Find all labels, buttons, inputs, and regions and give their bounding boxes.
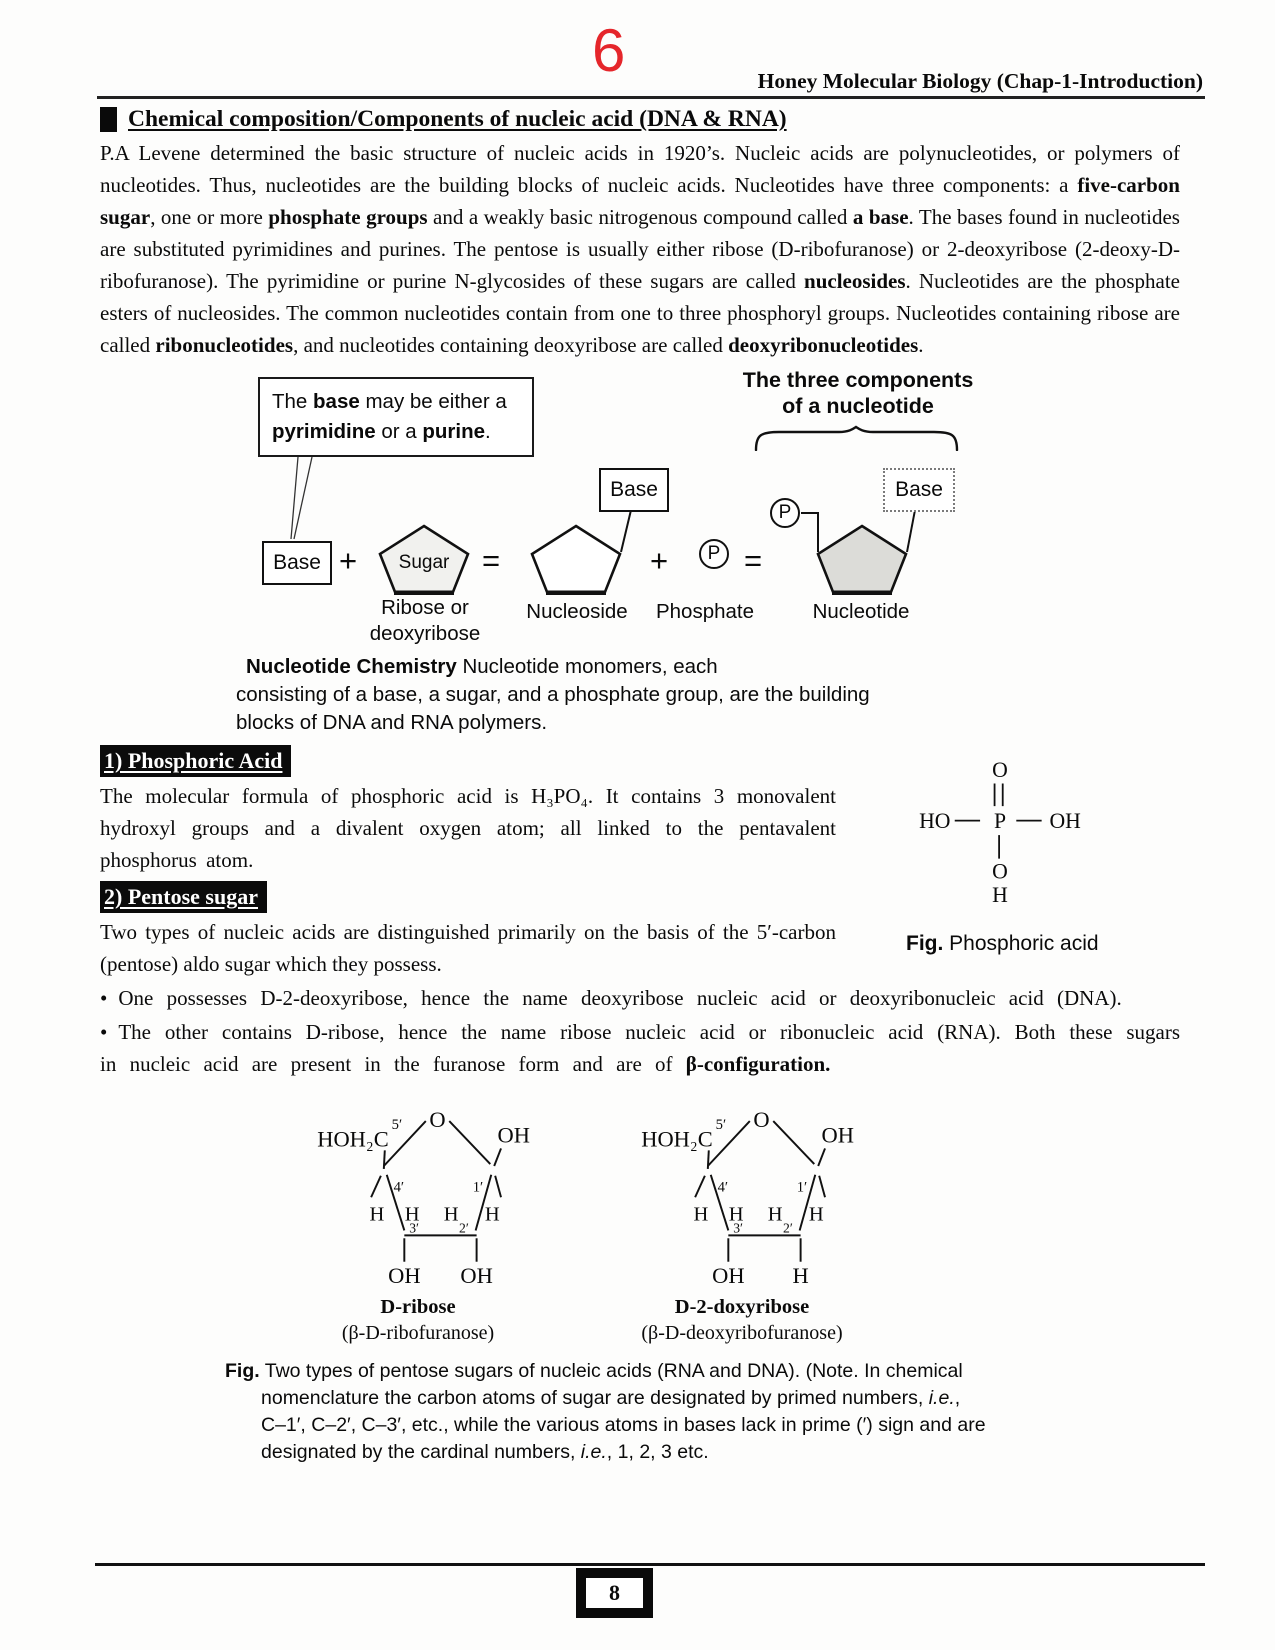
c2-substituent: OH <box>460 1263 492 1288</box>
hydrogen: H <box>485 1204 500 1226</box>
callout-box: The base may be either a pyrimidine or a… <box>258 377 534 457</box>
figure-caption: Nucleotide Chemistry Nucleotide monomers… <box>236 655 870 734</box>
carbon5-prime: 5′ <box>392 1117 403 1133</box>
atom-bottom-oxygen: O <box>992 860 1008 884</box>
page-title: Chemical composition/Components of nucle… <box>128 106 787 132</box>
phosphate-label: Phosphate <box>655 600 755 623</box>
bullet-icon: • <box>100 1020 108 1044</box>
oh-group: OH <box>822 1123 854 1148</box>
section-heading-row: Chemical composition/Components of nucle… <box>100 106 1180 133</box>
header-title: Honey Molecular Biology (Chap-1-Introduc… <box>757 69 1203 93</box>
c3-substituent: OH <box>388 1263 420 1288</box>
sugar-pentagon-label: Sugar <box>399 552 450 573</box>
carbon2-prime: 2′ <box>783 1220 793 1235</box>
phosphoric-structure-drawing: O HO P OH O H <box>919 758 1081 907</box>
carbon4-prime: 4′ <box>718 1179 729 1195</box>
hydrogen: H <box>444 1204 459 1226</box>
heading-phosphoric-acid: 1) Phosphoric Acid <box>100 745 1180 777</box>
atom-ho: HO <box>919 809 950 833</box>
footer-rule <box>95 1563 1205 1566</box>
base-box: Base <box>262 541 332 585</box>
ring-oxygen: O <box>429 1107 445 1132</box>
carbon3-prime: 3′ <box>733 1220 743 1235</box>
figure-pentose-sugars: HOH₂C 5′ O OH 4′ 1′ H H H H 3′ 2′ OH OH … <box>0 1082 1275 1354</box>
ch2oh-group: HOH₂C <box>641 1126 712 1151</box>
black-square-marker <box>100 107 117 132</box>
ring-oxygen: O <box>753 1107 769 1132</box>
ch2oh-group: HOH₂C <box>317 1126 388 1151</box>
page-number-bottom: 8 <box>584 1576 645 1610</box>
figure-nucleotide-chemistry: The base may be either a pyrimidine or a… <box>0 365 1275 739</box>
phosphoric-paragraph: The molecular formula of phosphoric acid… <box>100 784 836 872</box>
figure-title: The three components of a nucleotide <box>742 368 974 418</box>
deoxyribose-name: D-2-doxyribose (β-D-deoxyribofuranose) <box>641 1296 843 1344</box>
bullet-dna: •One possesses D-2-deoxyribose, hence th… <box>100 986 1122 1010</box>
oh-group: OH <box>498 1123 530 1148</box>
plus-sign: + <box>650 543 669 578</box>
brace-icon <box>754 425 959 451</box>
plus-sign: + <box>339 543 358 578</box>
page-number-top: 6 <box>592 17 626 84</box>
equals-sign: = <box>744 543 763 578</box>
atom-top-oxygen: O <box>992 758 1008 782</box>
atom-bottom-hydrogen: H <box>992 883 1008 907</box>
sugar-label: Ribose or deoxyribose <box>369 596 481 645</box>
ribose-structure-drawing: HOH₂C 5′ O OH 4′ 1′ H H H H 3′ 2′ OH OH <box>317 1107 530 1288</box>
bullet-icon: • <box>100 986 108 1010</box>
carbon4-prime: 4′ <box>394 1179 405 1195</box>
ribose-name: D-ribose (β-D-ribofuranose) <box>341 1296 495 1344</box>
hydrogen: H <box>768 1204 783 1226</box>
atom-oh: OH <box>1049 809 1081 833</box>
figure2-caption: Fig. Two types of pentose sugars of nucl… <box>225 1360 986 1463</box>
deoxyribose-structure-drawing: HOH₂C 5′ O OH 4′ 1′ H H H H 3′ 2′ OH H <box>641 1107 854 1288</box>
atom-phosphorus: P <box>994 809 1006 833</box>
sugar-pentagon: Sugar <box>378 524 470 595</box>
heading-pentose-sugar: 2) Pentose sugar <box>100 881 1180 913</box>
equals-sign: = <box>482 543 501 578</box>
carbon2-prime: 2′ <box>459 1220 469 1235</box>
base-box: Base <box>599 468 669 512</box>
nucleoside-label: Nucleoside <box>526 600 628 623</box>
phosphate-circle: P <box>699 539 729 569</box>
carbon1-prime: 1′ <box>473 1179 484 1195</box>
hydrogen: H <box>370 1204 385 1226</box>
bullet-rna: •The other contains D-ribose, hence the … <box>100 1020 1180 1076</box>
nucleotide-label: Nucleotide <box>812 600 910 623</box>
c3-substituent: OH <box>712 1263 744 1288</box>
phosphoric-section: O HO P OH O H Fig. Phosphoric acid The m… <box>100 758 1180 980</box>
phosphoric-acid-structure: O HO P OH O H Fig. Phosphoric acid <box>850 746 1180 956</box>
carbon1-prime: 1′ <box>797 1179 808 1195</box>
hydrogen: H <box>729 1204 744 1226</box>
hydrogen: H <box>405 1204 420 1226</box>
phosphoric-fig-caption: Fig. Phosphoric acid <box>906 932 1099 955</box>
nucleoside-pentagon <box>530 524 622 595</box>
carbon3-prime: 3′ <box>409 1220 419 1235</box>
hydrogen: H <box>809 1204 824 1226</box>
carbon5-prime: 5′ <box>716 1117 727 1133</box>
page-header: Honey Molecular Biology (Chap-1-Introduc… <box>97 0 1205 99</box>
pentose-paragraph: Two types of nucleic acids are distingui… <box>100 920 836 976</box>
base-box: Base <box>883 468 955 512</box>
intro-paragraph: P.A Levene determined the basic structur… <box>100 141 1180 357</box>
hydrogen: H <box>694 1204 709 1226</box>
phosphate-circle: P <box>770 498 800 528</box>
nucleotide-pentagon <box>816 524 908 595</box>
page-number-box: 8 <box>576 1568 653 1618</box>
c2-substituent: H <box>792 1263 808 1288</box>
